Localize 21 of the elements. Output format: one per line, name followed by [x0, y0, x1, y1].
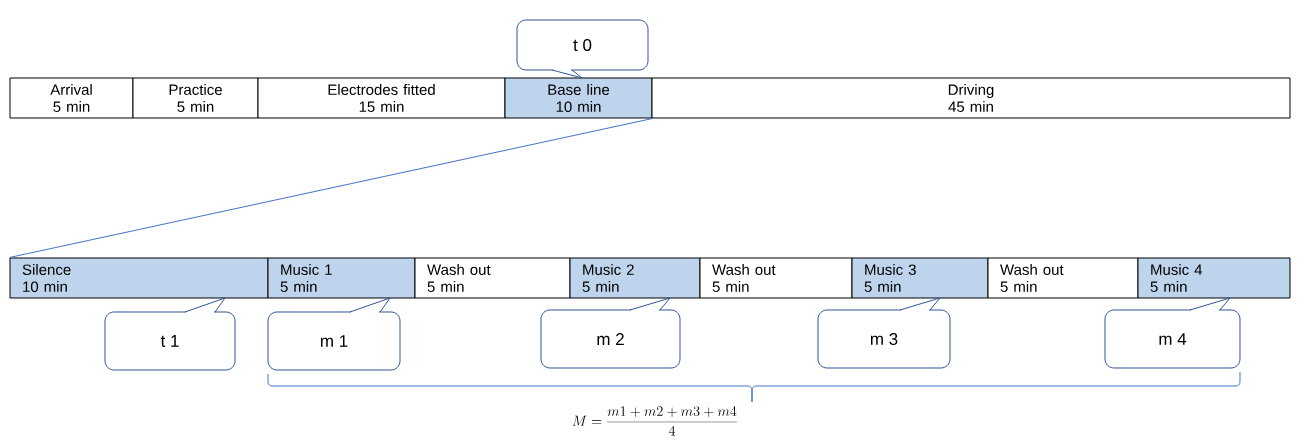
- timeline-cell: Driving 45 min: [651, 77, 1291, 119]
- callout-bubble: m 4: [1104, 297, 1241, 369]
- timeline-cell: Practice 5 min: [132, 77, 259, 119]
- formula: $M = \frac{m1 + m2 + m3 + m4}{4}$: [572, 406, 737, 436]
- zoom-line: [9, 118, 653, 258]
- timeline-cell: Music 2 5 min: [569, 257, 701, 299]
- callout-bubble: m 2: [540, 297, 681, 369]
- callout-bubble: m 3: [817, 297, 951, 369]
- timeline-cell: Silence 10 min: [9, 257, 269, 299]
- timeline-cell: Music 4 5 min: [1137, 257, 1291, 299]
- timeline-cell: Wash out 5 min: [987, 257, 1139, 299]
- timeline-cell: Music 3 5 min: [851, 257, 989, 299]
- callout-bubble: t 1: [104, 297, 236, 371]
- timeline-cell: Music 1 5 min: [267, 257, 416, 299]
- timeline-cell: Wash out 5 min: [699, 257, 853, 299]
- timeline-cell: Electrodes fitted 15 min: [257, 77, 506, 119]
- timeline-cell: Base line 10 min: [504, 77, 653, 119]
- callout-bubble: t 0: [516, 19, 649, 79]
- timeline-cell: Arrival 5 min: [9, 77, 134, 119]
- timeline-cell: Wash out 5 min: [414, 257, 571, 299]
- callout-bubble: m 1: [267, 297, 401, 371]
